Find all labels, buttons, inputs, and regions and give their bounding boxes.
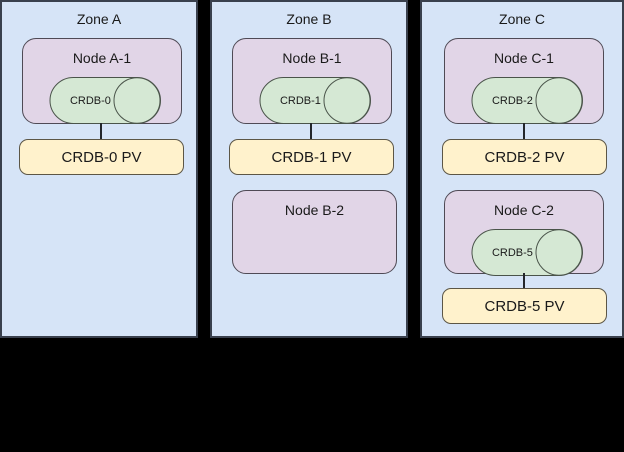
crdb-2-pod-cylinder: CRDB-2: [471, 77, 583, 124]
edge-node-c-2-to-crdb-5-pv: [523, 273, 525, 289]
crdb-1-pod-cylinder: CRDB-1: [259, 77, 371, 124]
crdb-2-pv-label: CRDB-2 PV: [484, 148, 565, 166]
crdb-0-pv-label: CRDB-0 PV: [61, 148, 142, 166]
zone-c: Zone C Node C-1 CRDB-2 CRDB-2 PV Node C-…: [420, 0, 624, 338]
crdb-0-pod-cylinder: CRDB-0: [49, 77, 161, 124]
node-b-1: Node B-1 CRDB-1: [232, 38, 392, 124]
node-a-1-title: Node A-1: [72, 50, 132, 66]
crdb-5-pv-label: CRDB-5 PV: [484, 297, 565, 315]
zone-a: Zone A Node A-1 CRDB-0 CRDB-0 PV: [0, 0, 198, 338]
zone-c-title: Zone C: [499, 11, 545, 27]
zone-a-title: Zone A: [76, 11, 122, 27]
zone-b: Zone B Node B-1 CRDB-1 CRDB-1 PV Node B-…: [210, 0, 408, 338]
edge-node-a-1-to-crdb-0-pv: [100, 123, 102, 140]
crdb-0-pv: CRDB-0 PV: [19, 139, 184, 175]
edge-node-c-1-to-crdb-2-pv: [523, 123, 525, 140]
crdb-5-pod-cylinder: CRDB-5: [471, 229, 583, 276]
edge-node-b-1-to-crdb-1-pv: [310, 123, 312, 140]
node-c-1-title: Node C-1: [494, 50, 554, 66]
node-c-2-title: Node C-2: [494, 202, 554, 218]
crdb-1-pv: CRDB-1 PV: [229, 139, 394, 175]
crdb-1-pv-label: CRDB-1 PV: [271, 148, 352, 166]
node-c-2: Node C-2 CRDB-5: [444, 190, 604, 276]
crdb-5-pv: CRDB-5 PV: [442, 288, 607, 324]
crdb-2-pv: CRDB-2 PV: [442, 139, 607, 175]
node-b-2-title: Node B-2: [284, 202, 345, 218]
node-b-2: Node B-2: [232, 190, 397, 274]
node-a-1: Node A-1 CRDB-0: [22, 38, 182, 124]
zone-b-title: Zone B: [286, 11, 332, 27]
node-b-1-title: Node B-1: [282, 50, 342, 66]
node-c-1: Node C-1 CRDB-2: [444, 38, 604, 124]
